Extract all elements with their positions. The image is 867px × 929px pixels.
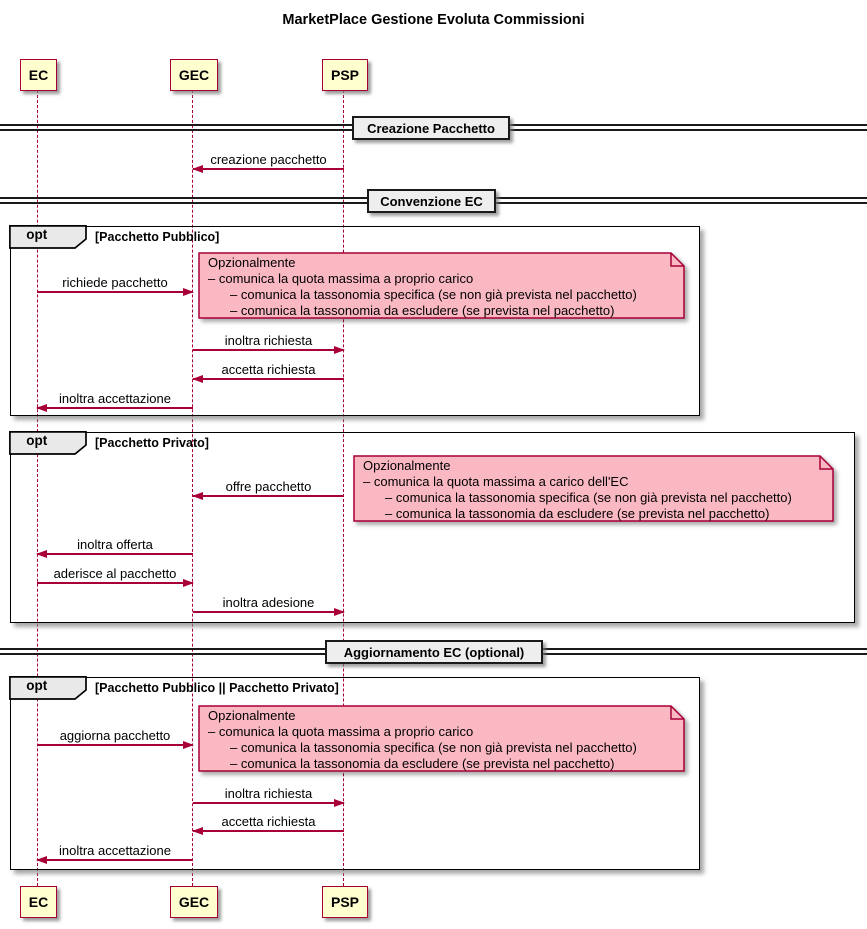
lifeline-psp [343, 90, 344, 886]
message-inoltra-adesione: inoltra adesione [193, 594, 345, 616]
message-accetta-richiesta-1: accetta richiesta [192, 361, 344, 383]
opt-fragment-pacchetto-privato: opt [Pacchetto Privato] [9, 431, 855, 623]
message-aderisce-al-pacchetto: aderisce al pacchetto [37, 565, 194, 587]
participant-ec-bottom: EC [20, 886, 57, 918]
arrowhead-icon [36, 550, 47, 558]
message-inoltra-accettazione-1: inoltra accettazione [36, 390, 193, 412]
note-shape-icon [198, 252, 685, 319]
arrowhead-icon [192, 375, 203, 383]
divider-creazione-pacchetto: Creazione Pacchetto [352, 116, 510, 140]
arrowhead-icon [192, 827, 203, 835]
opt-fragment-pubblico-o-privato: opt [Pacchetto Pubblico || Pacchetto Pri… [9, 676, 700, 870]
message-offre-pacchetto: offre pacchetto [192, 478, 344, 500]
message-inoltra-offerta: inoltra offerta [36, 536, 193, 558]
arrowhead-icon [192, 492, 203, 500]
fragment-operator-pentagon: opt [9, 676, 88, 701]
note-opzionalmente-1: Opzionalmente – comunica la quota massim… [198, 252, 685, 319]
note-text: Opzionalmente – comunica la quota massim… [208, 708, 637, 771]
note-text: Opzionalmente – comunica la quota massim… [363, 458, 792, 521]
arrowhead-icon [183, 579, 194, 587]
fragment-operator-pentagon: opt [9, 431, 88, 456]
divider-aggiornamento-ec: Aggiornamento EC (optional) [325, 640, 543, 664]
fragment-operator-pentagon: opt [9, 225, 88, 250]
arrowhead-icon [334, 346, 345, 354]
participant-psp-top: PSP [322, 59, 368, 91]
arrowhead-icon [183, 288, 194, 296]
fragment-operator: opt [26, 678, 48, 694]
participant-gec-top: GEC [170, 59, 218, 91]
fragment-guard: [Pacchetto Privato] [95, 436, 209, 450]
lifeline-ec [36, 90, 38, 886]
participant-ec-top: EC [20, 59, 57, 91]
message-aggiorna-pacchetto: aggiorna pacchetto [37, 727, 194, 749]
message-inoltra-richiesta-2: inoltra richiesta [193, 785, 345, 807]
note-text: Opzionalmente – comunica la quota massim… [208, 255, 637, 318]
arrowhead-icon [334, 608, 345, 616]
fragment-guard: [Pacchetto Pubblico || Pacchetto Privato… [95, 681, 339, 695]
message-inoltra-richiesta-1: inoltra richiesta [193, 332, 345, 354]
message-richiede-pacchetto: richiede pacchetto [37, 274, 194, 296]
arrowhead-icon [192, 165, 203, 173]
divider-convenzione-ec: Convenzione EC [367, 189, 496, 213]
arrowhead-icon [183, 741, 194, 749]
fragment-operator: opt [26, 433, 48, 449]
fragment-operator: opt [26, 227, 48, 243]
note-shape-icon [198, 705, 685, 772]
arrowhead-icon [36, 856, 47, 864]
diagram-title: MarketPlace Gestione Evoluta Commissioni [282, 12, 585, 28]
message-inoltra-accettazione-2: inoltra accettazione [36, 842, 193, 864]
note-shape-icon [353, 455, 834, 522]
note-opzionalmente-2: Opzionalmente – comunica la quota massim… [353, 455, 834, 522]
arrowhead-icon [36, 404, 47, 412]
lifeline-gec [192, 90, 193, 886]
participant-gec-bottom: GEC [170, 886, 218, 918]
note-opzionalmente-3: Opzionalmente – comunica la quota massim… [198, 705, 685, 772]
fragment-guard: [Pacchetto Pubblico] [95, 230, 220, 244]
message-creazione-pacchetto: creazione pacchetto [192, 151, 344, 173]
participant-psp-bottom: PSP [322, 886, 368, 918]
message-accetta-richiesta-2: accetta richiesta [192, 813, 344, 835]
arrowhead-icon [334, 799, 345, 807]
opt-fragment-pacchetto-pubblico: opt [Pacchetto Pubblico] [9, 225, 700, 416]
